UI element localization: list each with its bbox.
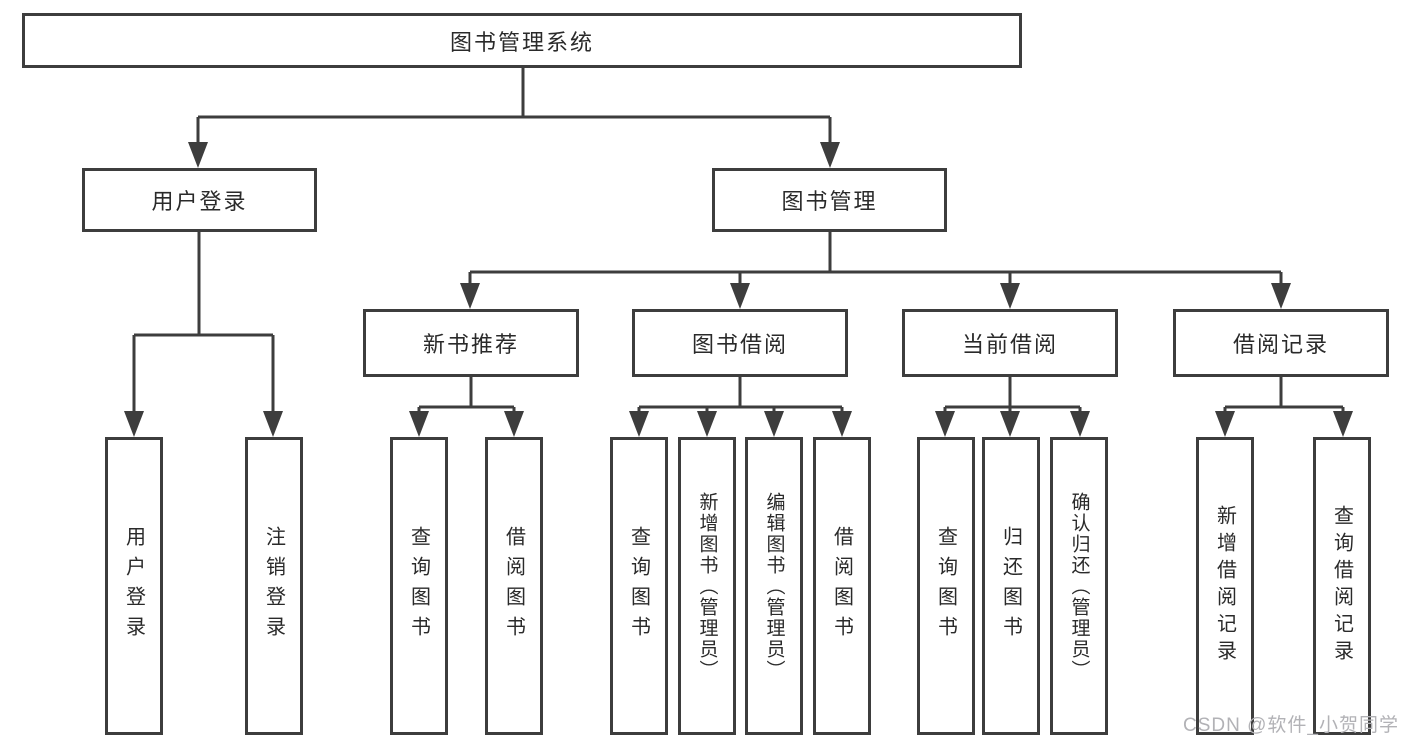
leaf-return-books: 归还图书 [982, 437, 1040, 735]
leaf-query-books-borrow: 查询图书 [610, 437, 668, 735]
leaf-confirm-return-admin: 确认归还（管理员） [1050, 437, 1108, 735]
leaf-query-borrow-record: 查询借阅记录 [1313, 437, 1371, 735]
leaf-add-borrow-record: 新增借阅记录 [1196, 437, 1254, 735]
csdn-watermark: CSDN @软件_小贺同学 [1183, 715, 1399, 736]
node-book-management: 图书管理 [712, 168, 947, 232]
node-book-borrowing: 图书借阅 [632, 309, 848, 377]
leaf-query-books-recommend: 查询图书 [390, 437, 448, 735]
node-current-borrowing: 当前借阅 [902, 309, 1118, 377]
leaf-add-books-admin: 新增图书（管理员） [678, 437, 736, 735]
leaf-logout: 注销登录 [245, 437, 303, 735]
leaf-borrow-books: 借阅图书 [813, 437, 871, 735]
leaf-edit-books-admin: 编辑图书（管理员） [745, 437, 803, 735]
leaf-borrow-books-recommend: 借阅图书 [485, 437, 543, 735]
node-user-login: 用户登录 [82, 168, 317, 232]
leaf-query-books-current: 查询图书 [917, 437, 975, 735]
leaf-user-login: 用户登录 [105, 437, 163, 735]
node-root-library-system: 图书管理系统 [22, 13, 1022, 68]
node-new-book-recommendation: 新书推荐 [363, 309, 579, 377]
node-borrowing-records: 借阅记录 [1173, 309, 1389, 377]
